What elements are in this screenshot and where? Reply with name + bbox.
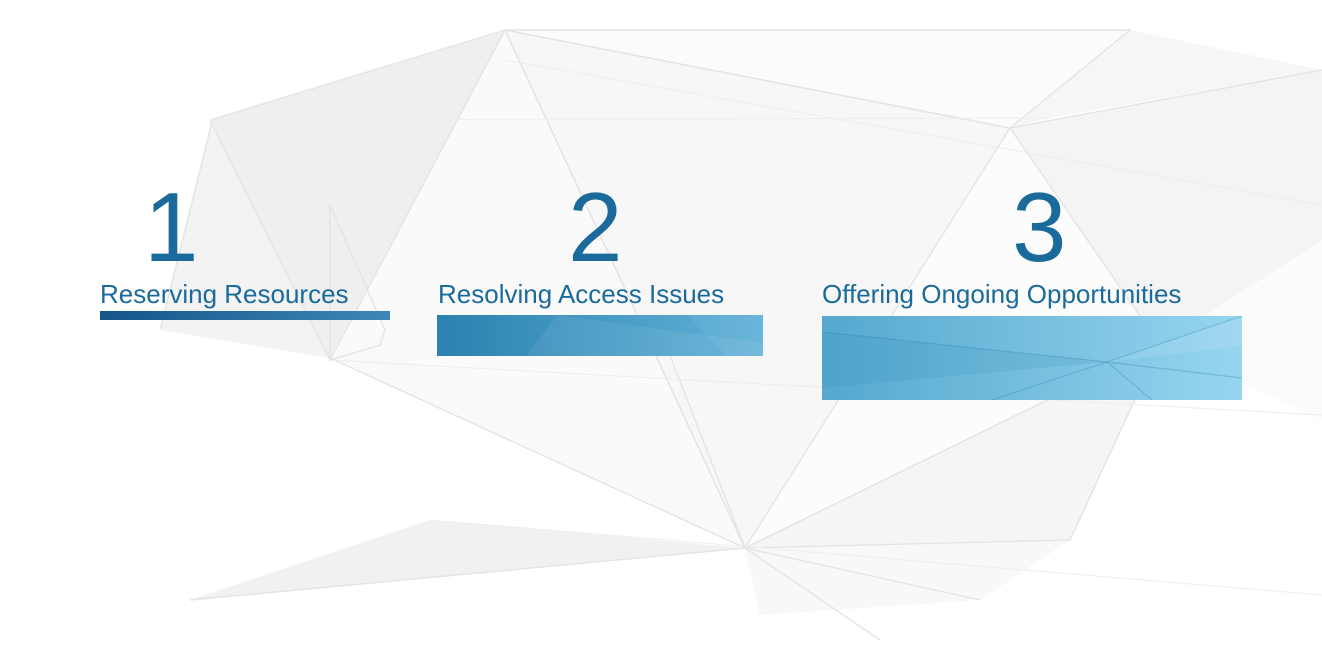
step-number-3: 3 [1012, 172, 1066, 282]
step-title-1: Reserving Resources [100, 279, 349, 309]
step-bar-2 [437, 315, 763, 356]
step-title-2: Resolving Access Issues [438, 279, 725, 309]
step-title-3: Offering Ongoing Opportunities [822, 279, 1182, 309]
step-bar-3 [822, 316, 1242, 400]
step-bar-1 [100, 311, 390, 320]
step-number-2: 2 [568, 172, 622, 282]
step-number-1: 1 [144, 172, 198, 282]
